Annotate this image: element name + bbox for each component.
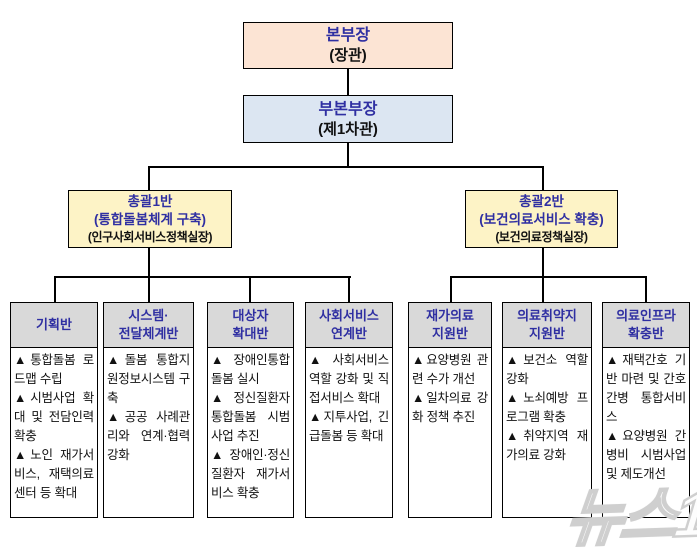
team-item: ▲재택간호 기반 마련 및 간호간병 통합서비스 bbox=[606, 353, 686, 424]
team-item: ▲시범사업 확대 및 전담인력 확충 bbox=[14, 391, 94, 443]
group2-mission: (보건의료서비스 확충) bbox=[479, 211, 604, 227]
team-item: ▲노쇠예방 프로그램 확충 bbox=[506, 391, 588, 424]
team-item: ▲돌봄 통합지원정보시스템 구축 bbox=[107, 353, 190, 405]
team-item: ▲요양병원 간병비 시범사업 및 제도개선 bbox=[606, 429, 686, 481]
team-item: ▲공공 사례관리와 연계·협력 강화 bbox=[107, 410, 190, 462]
team-header: 기획반 bbox=[11, 303, 97, 348]
team-header: 시스템· 전달체계반 bbox=[104, 303, 193, 348]
deputy-box: 부본부장 (제1차관) bbox=[243, 95, 453, 143]
connector-line bbox=[148, 166, 544, 168]
team-header: 사회서비스 연계반 bbox=[306, 303, 392, 348]
headquarters-box: 본부장 (장관) bbox=[243, 22, 453, 69]
team-items: ▲사회서비스 역할 강화 및 직접서비스 확대 ▲지투사업, 긴급돌봄 등 확대 bbox=[306, 348, 392, 517]
team-box-1: 기획반 ▲통합돌봄 로드맵 수립 ▲시범사업 확대 및 전담인력 확충▲노인 재가서… bbox=[10, 302, 98, 518]
headquarters-title: 본부장 bbox=[325, 27, 371, 44]
team-item: ▲취약지역 재가의료 강화 bbox=[506, 429, 588, 462]
team-item: ▲지투사업, 긴급돌봄 등 확대 bbox=[309, 410, 389, 443]
group1-title: 총괄1반 bbox=[127, 193, 173, 209]
group2-lead: (보건의료정책실장) bbox=[495, 229, 588, 244]
team-box-5: 재가의료 지원반 ▲요양병원 관련 수가 개선 ▲일차의료 강화 정책 추진 bbox=[408, 302, 492, 518]
team-item: ▲노인 재가서비스, 재택의료센터 등 확대 bbox=[14, 448, 94, 500]
connector-line bbox=[347, 68, 349, 96]
connector-line bbox=[54, 276, 56, 303]
team-item: ▲보건소 역할 강화 bbox=[506, 353, 588, 386]
connector-line bbox=[450, 276, 452, 303]
team-box-6: 의료취약지 지원반 ▲보건소 역할 강화 ▲노쇠예방 프로그램 확충 ▲취약지역 재가… bbox=[502, 302, 592, 518]
team-item: ▲사회서비스 역할 강화 및 직접서비스 확대 bbox=[309, 353, 389, 405]
connector-line bbox=[645, 276, 647, 303]
group2-box: 총괄2반 (보건의료서비스 확충) (보건의료정책실장) bbox=[465, 190, 618, 248]
deputy-title: 부본부장 bbox=[318, 100, 378, 118]
connector-line bbox=[348, 276, 350, 303]
connector-line bbox=[450, 276, 646, 278]
team-box-3: 대상자 확대반 ▲장애인통합돌봄 실시 ▲정신질환자 통합돌봄 시범사업 추진▲장애… bbox=[207, 302, 294, 518]
connector-line bbox=[148, 166, 150, 191]
team-header: 의료인프라 확충반 bbox=[603, 303, 689, 348]
team-items: ▲통합돌봄 로드맵 수립 ▲시범사업 확대 및 전담인력 확충▲노인 재가서비스,… bbox=[11, 348, 97, 517]
team-header: 재가의료 지원반 bbox=[409, 303, 491, 348]
team-header: 대상자 확대반 bbox=[208, 303, 293, 348]
team-item: ▲정신질환자 통합돌봄 시범사업 추진 bbox=[211, 391, 290, 443]
team-items: ▲보건소 역할 강화 ▲노쇠예방 프로그램 확충 ▲취약지역 재가의료 강화 bbox=[503, 348, 591, 517]
connector-line bbox=[249, 276, 251, 303]
connector-line bbox=[148, 247, 150, 303]
deputy-subtitle: (제1차관) bbox=[318, 120, 378, 138]
team-items: ▲재택간호 기반 마련 및 간호간병 통합서비스▲요양병원 간병비 시범사업 및… bbox=[603, 348, 689, 517]
team-items: ▲요양병원 관련 수가 개선 ▲일차의료 강화 정책 추진 bbox=[409, 348, 491, 517]
team-items: ▲장애인통합돌봄 실시 ▲정신질환자 통합돌봄 시범사업 추진▲장애인·정신질환자… bbox=[208, 348, 293, 517]
group1-mission: (통합돌봄체계 구축) bbox=[93, 211, 207, 227]
teams-row: 기획반 ▲통합돌봄 로드맵 수립 ▲시범사업 확대 및 전담인력 확충▲노인 재가서… bbox=[0, 302, 697, 520]
headquarters-subtitle: (장관) bbox=[329, 47, 367, 64]
group1-lead: (인구사회서비스정책실장) bbox=[87, 229, 213, 244]
connector-line bbox=[54, 276, 351, 278]
team-item: ▲요양병원 관련 수가 개선 bbox=[412, 353, 488, 386]
team-item: ▲장애인·정신질환자 재가서비스 확충 bbox=[211, 448, 290, 500]
team-box-7: 의료인프라 확충반▲재택간호 기반 마련 및 간호간병 통합서비스▲요양병원 간… bbox=[602, 302, 690, 518]
team-header: 의료취약지 지원반 bbox=[503, 303, 591, 348]
team-item: ▲통합돌봄 로드맵 수립 bbox=[14, 353, 94, 386]
team-box-2: 시스템· 전달체계반▲돌봄 통합지원정보시스템 구축▲공공 사례관리와 연계·협… bbox=[103, 302, 194, 518]
connector-line bbox=[542, 247, 544, 303]
group2-title: 총괄2반 bbox=[519, 193, 564, 209]
team-items: ▲돌봄 통합지원정보시스템 구축▲공공 사례관리와 연계·협력 강화 bbox=[104, 348, 193, 517]
group1-box: 총괄1반 (통합돌봄체계 구축) (인구사회서비스정책실장) bbox=[68, 190, 232, 248]
connector-line bbox=[542, 166, 544, 191]
team-box-4: 사회서비스 연계반 ▲사회서비스 역할 강화 및 직접서비스 확대 ▲지투사업, 긴… bbox=[305, 302, 393, 518]
connector-line bbox=[347, 142, 349, 167]
team-item: ▲일차의료 강화 정책 추진 bbox=[412, 391, 488, 424]
team-item: ▲장애인통합돌봄 실시 bbox=[211, 353, 290, 386]
